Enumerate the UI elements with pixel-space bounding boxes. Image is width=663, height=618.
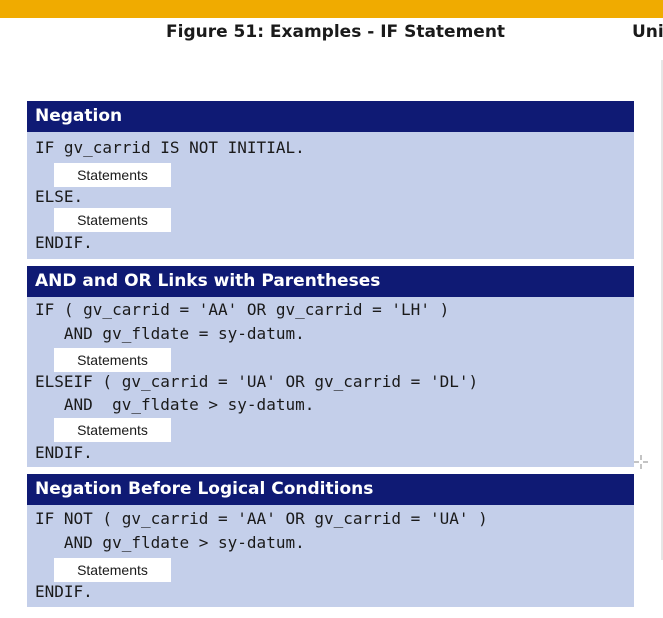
statements-box: Statements: [54, 348, 171, 372]
and-or-links-panel: AND and OR Links with Parentheses IF ( g…: [27, 266, 634, 467]
accent-bar: [0, 0, 663, 18]
code-line: IF ( gv_carrid = 'AA' OR gv_carrid = 'LH…: [35, 300, 450, 319]
code-line: AND gv_fldate > sy-datum.: [35, 533, 305, 552]
code-line: IF gv_carrid IS NOT INITIAL.: [35, 138, 305, 157]
panel-title: Negation Before Logical Conditions: [27, 474, 634, 505]
page-edge-divider: [661, 60, 663, 560]
code-line: ELSE.: [35, 187, 84, 206]
code-line: IF NOT ( gv_carrid = 'AA' OR gv_carrid =…: [35, 509, 488, 528]
panel-title: AND and OR Links with Parentheses: [27, 266, 634, 297]
code-line: ENDIF.: [35, 582, 93, 601]
statements-box: Statements: [54, 418, 171, 442]
code-line: ENDIF.: [35, 233, 93, 252]
unit-title: Uni: [632, 22, 663, 42]
crosshair-cursor-icon: [634, 455, 648, 469]
code-line: AND gv_fldate > sy-datum.: [35, 395, 315, 414]
code-line: ENDIF.: [35, 443, 93, 462]
statements-box: Statements: [54, 163, 171, 187]
code-line: ELSEIF ( gv_carrid = 'UA' OR gv_carrid =…: [35, 372, 479, 391]
statements-box: Statements: [54, 208, 171, 232]
negation-panel: Negation IF gv_carrid IS NOT INITIAL. St…: [27, 101, 634, 259]
statements-box: Statements: [54, 558, 171, 582]
negation-before-conditions-panel: Negation Before Logical Conditions IF NO…: [27, 474, 634, 607]
code-line: AND gv_fldate = sy-datum.: [35, 324, 305, 343]
panel-title: Negation: [27, 101, 634, 132]
figure-title: Figure 51: Examples - IF Statement: [166, 22, 506, 42]
